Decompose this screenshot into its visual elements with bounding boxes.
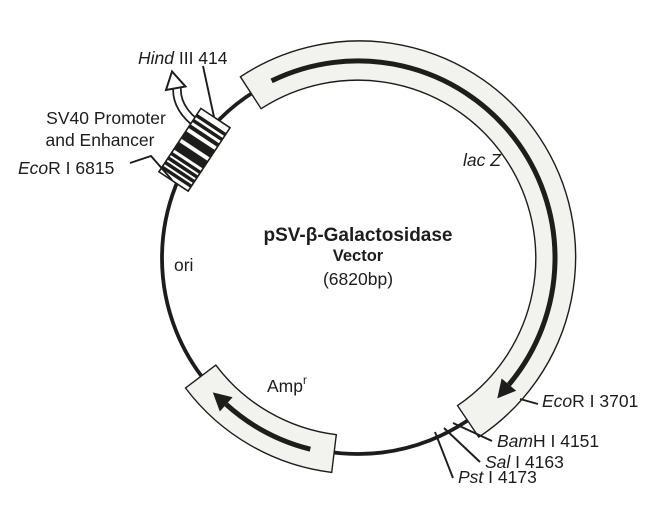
lacz-direction-arrow-shaft xyxy=(270,58,558,387)
pst1-enzyme: Pst xyxy=(458,467,484,487)
amp-label-text: Amp xyxy=(267,376,303,396)
sal1-position: I 4163 xyxy=(510,452,564,472)
hind3-label: Hind III 414 xyxy=(138,48,228,68)
sal1-label: Sal I 4163 xyxy=(485,452,564,472)
plasmid-size-label: (6820bp) xyxy=(323,269,393,289)
sv40-promoter-box-outline xyxy=(157,107,232,193)
lacz-gene-band xyxy=(239,40,577,439)
ecor1-6815-label: EcoR I 6815 xyxy=(18,158,114,178)
ecor1-6815-leader-line xyxy=(129,154,173,181)
hind3-position: III 414 xyxy=(174,48,228,68)
lacz-label: lac Z xyxy=(463,150,502,170)
pst1-position: I 4173 xyxy=(483,467,537,487)
sv40-transcription-arrowhead xyxy=(164,69,188,92)
bamh1-tick-line xyxy=(452,422,493,442)
hind3-pointer-line xyxy=(202,65,215,118)
sal1-enzyme: Sal xyxy=(485,452,511,472)
sv40-label-line2: and Enhancer xyxy=(46,130,155,150)
ecor1-3701-label: EcoR I 3701 xyxy=(542,391,638,411)
pst1-label: Pst I 4173 xyxy=(458,467,537,487)
amp-direction-arrow-shaft xyxy=(224,402,311,452)
lacz-direction-arrowhead xyxy=(497,378,517,399)
bamh1-position: H I 4151 xyxy=(533,431,599,451)
pst1-tick-line xyxy=(434,431,454,479)
ecor1-3701-position: R I 3701 xyxy=(572,391,638,411)
amp-direction-arrowhead xyxy=(212,392,233,412)
amp-superscript-r: r xyxy=(303,375,307,387)
ecor1-6815-enzyme: Eco xyxy=(18,158,48,178)
amp-gene-band xyxy=(184,364,338,474)
bamh1-label: BamH I 4151 xyxy=(497,431,599,451)
ecor1-3701-enzyme: Eco xyxy=(542,391,572,411)
sal1-tick-line xyxy=(443,427,481,463)
ori-label: ori xyxy=(174,255,193,275)
plasmid-title: pSV-β-Galactosidase xyxy=(264,225,453,246)
hind3-enzyme: Hind xyxy=(138,48,175,68)
bamh1-enzyme: Bam xyxy=(497,431,533,451)
sv40-label-line1: SV40 Promoter xyxy=(46,108,166,128)
ecor1-6815-position: R I 6815 xyxy=(48,158,114,178)
plasmid-title-line2: Vector xyxy=(333,247,384,265)
sv40-promoter-box xyxy=(157,107,232,193)
amp-label: Ampr xyxy=(267,375,307,396)
ecor1-3701-leader-line xyxy=(519,398,539,405)
sv40-promoter-stripes xyxy=(161,113,227,188)
